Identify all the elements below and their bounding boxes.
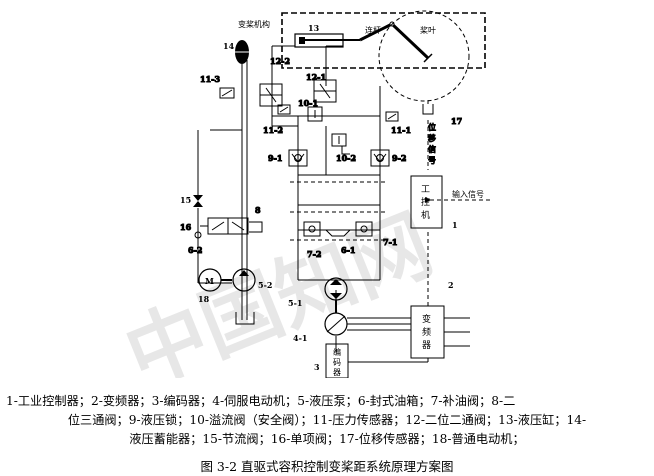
label-6-2: 6-2 (188, 245, 202, 255)
blade-label: 桨叶 (420, 25, 436, 35)
valve-12-2: 12-2 (259, 56, 291, 107)
label-8: 8 (255, 205, 261, 215)
label-10-2: 10-2 (336, 153, 356, 163)
label-1: 1 (452, 220, 458, 230)
motor-m-label: M (205, 276, 214, 286)
label-12-2: 12-2 (270, 56, 290, 66)
svg-text:编: 编 (333, 347, 341, 357)
svg-text:号: 号 (428, 156, 436, 165)
relief-valve-10-2: 10-2 (331, 133, 357, 164)
legend: 1-工业控制器；2-变频器；3-编码器；4-伺服电动机；5-液压泵；6-封式油箱… (4, 392, 650, 449)
displacement-sensor-17: 17 位 移 信 号 (422, 100, 463, 166)
motor-18: M 18 (198, 268, 232, 304)
pump-5-2: 5-2 (232, 268, 272, 325)
label-17: 17 (451, 116, 462, 126)
label-9-1: 9-1 (268, 153, 282, 163)
industrial-pc: 工 控 机 输入信号 1 (410, 175, 484, 230)
replenishing-valves: 7-2 6-1 7-1 (303, 221, 398, 260)
svg-text:器: 器 (333, 368, 341, 377)
svg-text:位: 位 (428, 122, 436, 132)
watermark: 中国知网 (113, 197, 445, 378)
svg-text:变: 变 (422, 313, 431, 325)
label-18: 18 (198, 294, 210, 304)
svg-text:信: 信 (428, 144, 436, 154)
hydraulic-lock-9-1: 9-1 (268, 149, 308, 167)
svg-text:中国知网: 中国知网 (113, 197, 445, 378)
hydraulic-cylinder-13: 13 (294, 23, 360, 48)
linkage: 连杆 桨叶 (359, 21, 436, 63)
figure-caption: 图 3-2 直驱式容积控制变桨距系统原理方案图 (200, 459, 454, 474)
label-7-1: 7-1 (383, 237, 397, 247)
throttle-valve-15: 15 (180, 195, 203, 207)
connecting-rod-label: 连杆 (365, 25, 381, 35)
label-6-1: 6-1 (341, 245, 355, 255)
pressure-sensor-11-2: 11-2 (263, 104, 291, 136)
label-2: 2 (448, 280, 454, 290)
svg-text:控: 控 (421, 196, 430, 208)
label-13: 13 (308, 23, 320, 33)
relief-valve-10-1: 10-1 (298, 98, 323, 122)
label-5-1: 5-1 (288, 298, 302, 308)
label-9-2: 9-2 (392, 153, 406, 163)
label-4-1: 4-1 (293, 333, 307, 343)
input-signal-label: 输入信号 (452, 189, 484, 199)
svg-text:器: 器 (422, 340, 431, 351)
label-5-2: 5-2 (258, 280, 272, 290)
svg-text:工: 工 (421, 185, 430, 195)
label-10-1: 10-1 (298, 98, 318, 108)
svg-text:移: 移 (428, 133, 436, 143)
pressure-sensor-11-3: 11-3 (200, 74, 235, 99)
label-14: 14 (223, 41, 235, 51)
check-valve-16: 16 6-2 (180, 222, 203, 256)
label-15: 15 (180, 195, 191, 205)
label-7-2: 7-2 (307, 249, 321, 259)
label-16: 16 (180, 222, 192, 232)
label-11-1: 11-1 (391, 125, 411, 135)
variable-pitch-mechanism-label: 变桨机构 (238, 19, 270, 29)
hydraulic-schematic-diagram: 中国知网 变桨机构 13 连杆 桨叶 14 (113, 10, 492, 378)
svg-text:机: 机 (421, 209, 430, 221)
legend-line-3: 液压蓄能器；15-节流阀；16-单项阀；17-位移传感器；18-普通电动机； (129, 432, 525, 446)
legend-line-2: 位三通阀；9-液压锁；10-溢流阀（安全阀）；11-压力传感器；12-二位二通阀… (67, 413, 587, 427)
accumulator-14: 14 (223, 40, 249, 90)
dashed-lines (290, 120, 492, 344)
label-11-3: 11-3 (200, 74, 220, 84)
hydraulic-lines (197, 45, 381, 352)
servo-motor-4-1: 4-1 (293, 300, 411, 343)
three-way-valve-8: 8 (200, 205, 263, 235)
valve-12-1: 12-1 (306, 72, 337, 103)
variable-pitch-mechanism: 变桨机构 (238, 12, 486, 69)
legend-line-1: 1-工业控制器；2-变频器；3-编码器；4-伺服电动机；5-液压泵；6-封式油箱… (6, 394, 516, 408)
hydraulic-lock-9-2: 9-2 (370, 149, 407, 167)
label-3: 3 (314, 362, 320, 372)
encoder-3: 编 码 器 3 (314, 343, 429, 378)
svg-text:码: 码 (333, 358, 341, 367)
svg-text:频: 频 (422, 326, 431, 338)
rotor-circle (378, 10, 470, 102)
pressure-sensor-11-1: 11-1 (385, 111, 412, 136)
label-12-1: 12-1 (306, 72, 326, 82)
label-11-2: 11-2 (263, 125, 283, 135)
